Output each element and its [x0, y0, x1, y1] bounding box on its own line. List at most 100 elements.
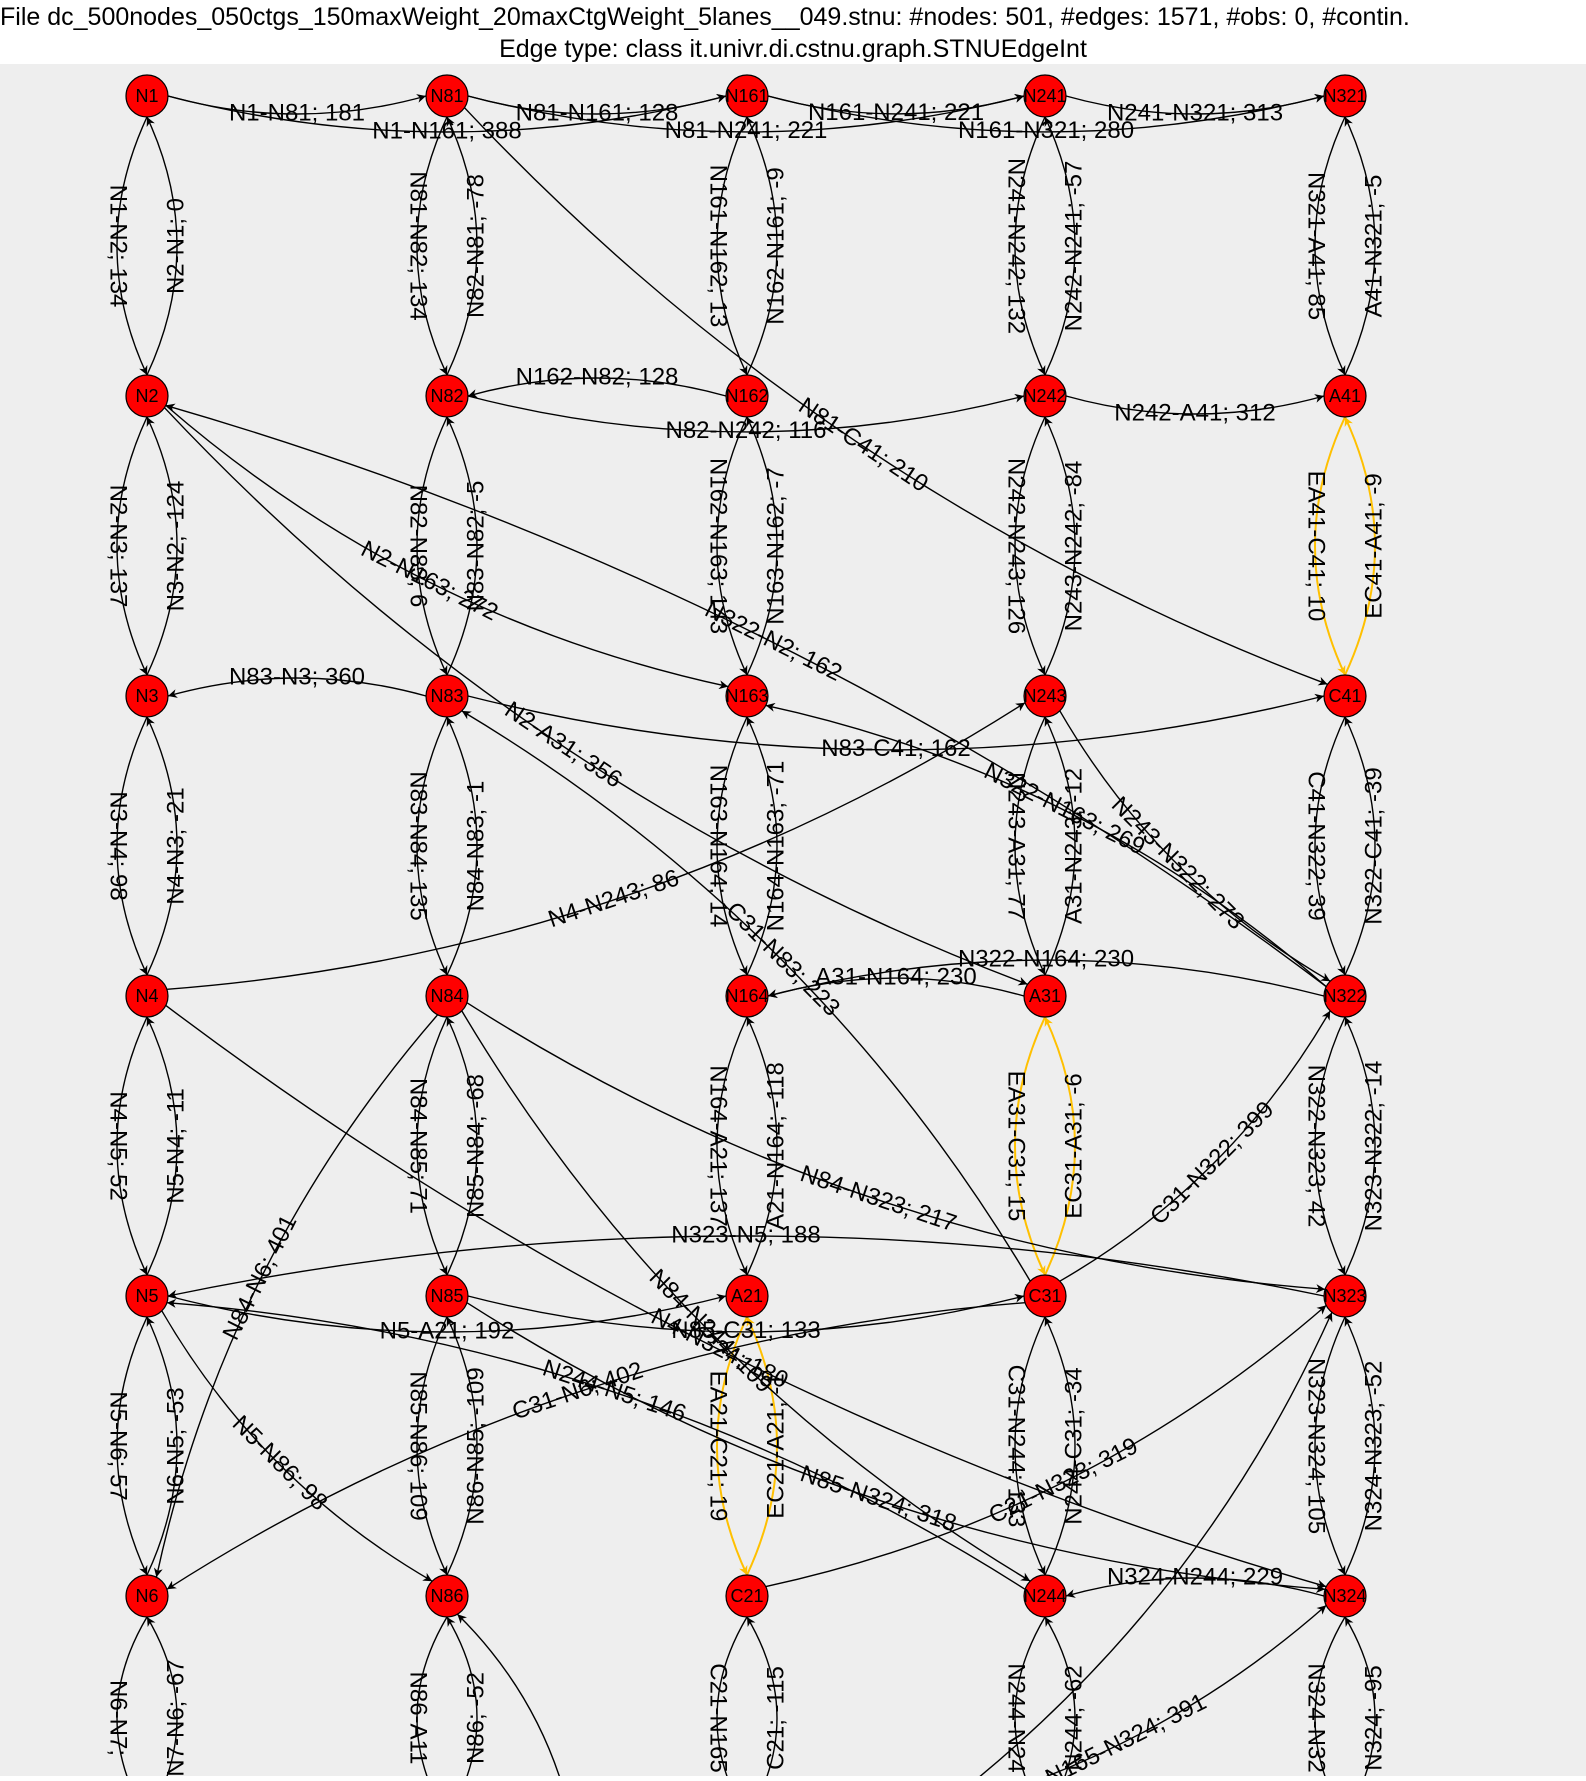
edge-n83-n82[interactable] [446, 416, 478, 676]
edge-c41-a41[interactable] [1344, 416, 1376, 676]
edge-bottom-c5-n324[interactable] [1344, 1616, 1376, 1781]
edge-n162-n163[interactable] [716, 416, 748, 676]
node-n81[interactable]: N81 [425, 74, 469, 118]
node-n86[interactable]: N86 [425, 1574, 469, 1618]
edge-a41-c41[interactable] [1314, 416, 1346, 676]
node-circle[interactable] [425, 974, 469, 1018]
edge-bottom-c4l2-n323[interactable] [933, 1312, 1333, 1781]
edge-n322-n163[interactable] [765, 702, 1327, 988]
node-circle[interactable] [1023, 974, 1067, 1018]
node-n162[interactable]: N162 [725, 374, 769, 418]
edge-n84-n6[interactable] [153, 1014, 439, 1578]
edge-n84-n85[interactable] [416, 1016, 448, 1276]
edge-n4-n243[interactable] [166, 702, 1026, 990]
edge-n243-n322[interactable] [1059, 710, 1331, 982]
edge-c21-a21[interactable] [746, 1316, 778, 1576]
node-a21[interactable]: A21 [725, 1274, 769, 1318]
node-circle[interactable] [725, 1274, 769, 1318]
edge-n2-n163[interactable] [165, 404, 729, 690]
edge-n5-n6[interactable] [116, 1316, 148, 1576]
edge-bottom-c2r-n86[interactable] [456, 1613, 569, 1781]
edge-n164-n163[interactable] [746, 716, 778, 976]
node-circle[interactable] [725, 74, 769, 118]
edge-n2-a31[interactable] [163, 407, 1028, 986]
edge-n244-c31[interactable] [1044, 1316, 1076, 1576]
node-n241[interactable]: N241 [1023, 74, 1067, 118]
edge-n81-n241[interactable] [467, 93, 1025, 133]
edge-c31-n244[interactable] [1014, 1316, 1046, 1576]
edge-c21-bottom-c3[interactable] [716, 1616, 748, 1781]
edge-n243-a31[interactable] [1014, 716, 1046, 976]
node-n83[interactable]: N83 [425, 674, 469, 718]
node-circle[interactable] [1323, 674, 1367, 718]
node-n1[interactable]: N1 [125, 74, 169, 118]
edge-n322-c41[interactable] [1344, 716, 1376, 976]
node-circle[interactable] [125, 974, 169, 1018]
edge-n161-n321[interactable] [767, 93, 1325, 133]
edge-a41-n321[interactable] [1344, 116, 1376, 376]
edge-c31-n322[interactable] [1059, 1010, 1331, 1282]
edge-n4-n3[interactable] [146, 716, 178, 976]
node-n244[interactable]: N244 [1023, 1574, 1067, 1618]
node-circle[interactable] [1323, 1574, 1367, 1618]
node-circle[interactable] [1023, 674, 1067, 718]
node-n243[interactable]: N243 [1023, 674, 1067, 718]
node-a31[interactable]: A31 [1023, 974, 1067, 1018]
edge-n164-a21[interactable] [716, 1016, 748, 1276]
edge-n161-n162[interactable] [716, 116, 748, 376]
node-circle[interactable] [725, 1574, 769, 1618]
node-circle[interactable] [1023, 1274, 1067, 1318]
edge-n244-bottom-c4[interactable] [1014, 1616, 1046, 1781]
node-circle[interactable] [125, 74, 169, 118]
node-n85[interactable]: N85 [425, 1274, 469, 1318]
edge-bottom-c1-n6[interactable] [146, 1616, 178, 1781]
edge-n5-n86[interactable] [161, 1310, 433, 1582]
node-c31[interactable]: C31 [1023, 1274, 1067, 1318]
node-n163[interactable]: N163 [725, 674, 769, 718]
edge-n3-n2[interactable] [146, 416, 178, 676]
edge-c31-n83[interactable] [461, 710, 1031, 1282]
edge-n5-n4[interactable] [146, 1016, 178, 1276]
edge-n84-n323[interactable] [466, 1002, 1326, 1294]
node-n82[interactable]: N82 [425, 374, 469, 418]
edge-n324-n244[interactable] [1065, 1577, 1325, 1598]
edge-bottom-c2-n86[interactable] [446, 1616, 478, 1781]
node-n324[interactable]: N324 [1323, 1574, 1367, 1618]
edge-a21-n164[interactable] [746, 1016, 778, 1276]
edge-n241-n321[interactable] [1065, 94, 1325, 115]
edge-n324-n323[interactable] [1344, 1316, 1376, 1576]
node-circle[interactable] [1023, 1574, 1067, 1618]
edge-n163-n162[interactable] [746, 416, 778, 676]
edge-n323-n324[interactable] [1314, 1316, 1346, 1576]
node-circle[interactable] [1323, 1274, 1367, 1318]
edge-n81-c41[interactable] [463, 107, 1328, 686]
edge-n324-bottom-c5[interactable] [1314, 1616, 1346, 1781]
edge-c21-n323[interactable] [765, 1304, 1327, 1588]
edge-n244-n5[interactable] [166, 1298, 1026, 1590]
edge-n163-n164[interactable] [716, 716, 748, 976]
edge-n85-n84[interactable] [446, 1016, 478, 1276]
edge-n322-n164[interactable] [767, 959, 1325, 999]
edge-n81-n82[interactable] [416, 116, 448, 376]
edge-n82-n83[interactable] [416, 416, 448, 676]
node-circle[interactable] [125, 374, 169, 418]
edge-n83-c41[interactable] [467, 693, 1325, 751]
edge-n4-n324[interactable] [165, 1004, 1327, 1589]
edge-a31-n243[interactable] [1044, 716, 1076, 976]
node-n322[interactable]: N322 [1323, 974, 1367, 1018]
edge-n85-n324[interactable] [466, 1302, 1326, 1594]
edge-n84-n83[interactable] [446, 716, 478, 976]
node-n323[interactable]: N323 [1323, 1274, 1367, 1318]
edge-c41-n322[interactable] [1314, 716, 1346, 976]
edge-n242-a41[interactable] [1065, 394, 1325, 415]
node-c41[interactable]: C41 [1323, 674, 1367, 718]
node-circle[interactable] [1323, 974, 1367, 1018]
edge-n162-n161[interactable] [746, 116, 778, 376]
edge-bottom-c3-c21[interactable] [746, 1616, 778, 1781]
edge-n321-a41[interactable] [1314, 116, 1346, 376]
edge-n6-n5[interactable] [146, 1316, 178, 1576]
edge-n85-c31[interactable] [467, 1293, 1025, 1333]
node-circle[interactable] [1023, 374, 1067, 418]
node-n2[interactable]: N2 [125, 374, 169, 418]
